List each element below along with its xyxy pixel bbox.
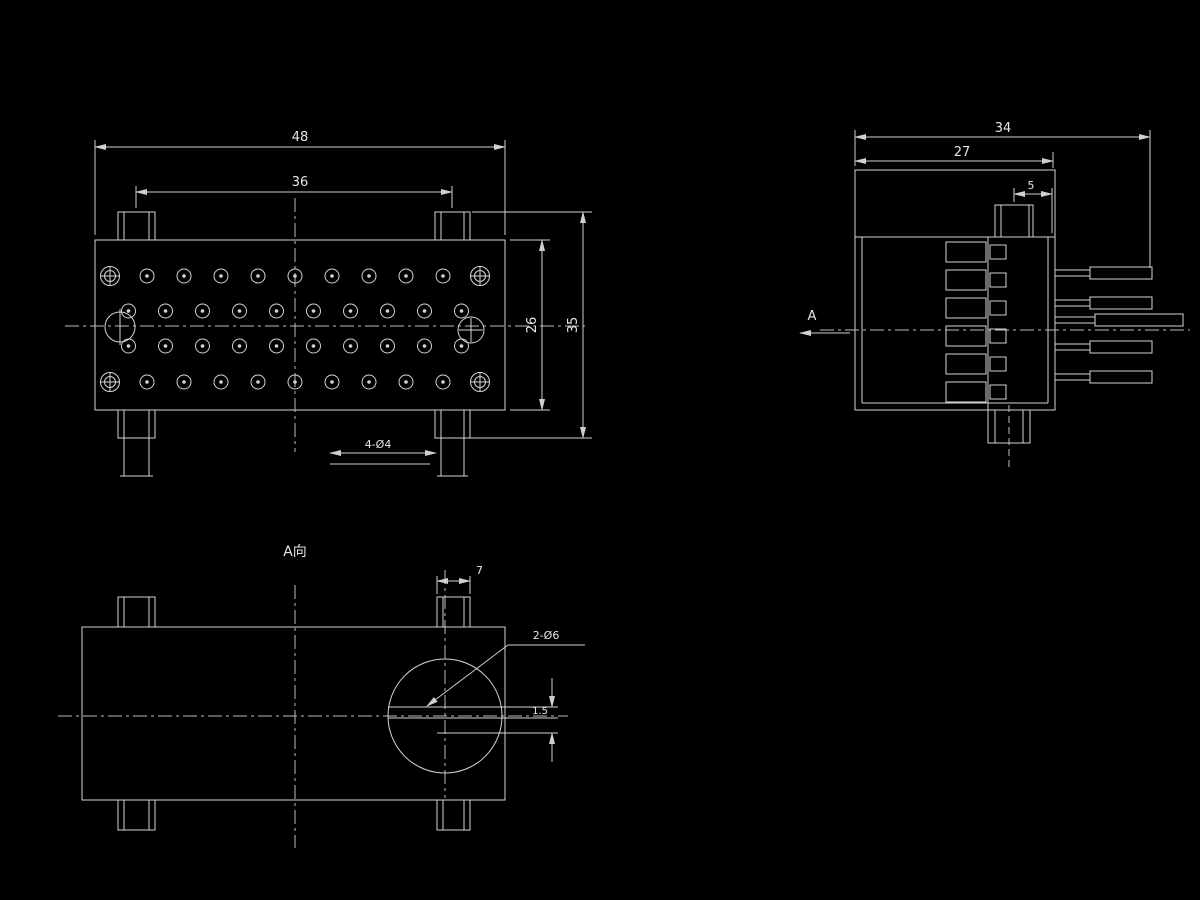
view-arrow-label: A — [808, 309, 817, 324]
front-bottom-tab-right — [435, 410, 470, 476]
front-top-tab-left — [118, 212, 155, 240]
side-tab-width-dim: 5 — [1013, 179, 1053, 233]
view-direction-arrow: A — [799, 309, 850, 336]
dim-text-overall-width: 48 — [292, 130, 309, 145]
side-overall-width-dim: 34 — [854, 121, 1151, 268]
side-top-tab — [995, 205, 1033, 237]
bottom-view-a: A向 1.5 — [58, 544, 585, 848]
front-body-height-dim: 26 — [510, 239, 550, 411]
side-body-width-dim: 27 — [854, 145, 1054, 168]
bottom-bottom-tab-left — [118, 800, 155, 830]
front-tab-span-dim: 36 — [135, 175, 453, 208]
side-terminal-stack — [946, 242, 1006, 402]
dim-text-body-height: 26 — [525, 317, 540, 334]
bottom-bottom-tab-right — [437, 800, 470, 830]
front-top-tab-right — [435, 212, 470, 240]
side-terminal-pins — [1055, 267, 1183, 383]
side-view: 34 27 5 A — [799, 121, 1190, 468]
bottom-view-label: A向 — [283, 544, 307, 560]
bottom-slot-dim: 1.5 — [532, 678, 555, 762]
dim-text-side-tab: 5 — [1028, 179, 1035, 192]
dim-text-bottom-tab: 7 — [476, 564, 483, 577]
bottom-tab-width-dim: 7 — [436, 564, 483, 594]
side-body-outline — [855, 170, 1055, 410]
front-overall-width-dim: 48 — [94, 130, 506, 235]
bottom-top-tab-left — [118, 597, 155, 627]
side-inner-lines — [862, 237, 1048, 410]
front-bottom-tab-left — [118, 410, 155, 476]
bottom-holes-note: 2-Ø6 — [426, 629, 585, 707]
dim-text-side-overall: 34 — [995, 121, 1012, 136]
front-mounting-holes-note: 4-Ø4 — [329, 438, 437, 464]
front-terminal-holes — [101, 267, 490, 392]
bottom-slot-lines — [388, 707, 558, 733]
front-view: 48 36 26 35 4-Ø4 — [65, 130, 592, 476]
dim-text-holes: 2-Ø6 — [533, 629, 560, 642]
dim-text-bottom-holes: 4-Ø4 — [365, 438, 392, 451]
bottom-body-outline — [82, 627, 505, 800]
dim-text-tab-span: 36 — [292, 175, 309, 190]
dim-text-side-body: 27 — [954, 145, 971, 160]
bottom-top-tab-right — [437, 597, 470, 627]
dim-text-overall-height: 35 — [566, 317, 581, 334]
front-body-outline — [95, 240, 505, 410]
front-overall-height-dim: 35 — [470, 211, 592, 439]
bottom-large-hole — [388, 659, 502, 773]
dim-text-slot: 1.5 — [532, 706, 548, 717]
side-bottom-foot — [988, 405, 1030, 468]
